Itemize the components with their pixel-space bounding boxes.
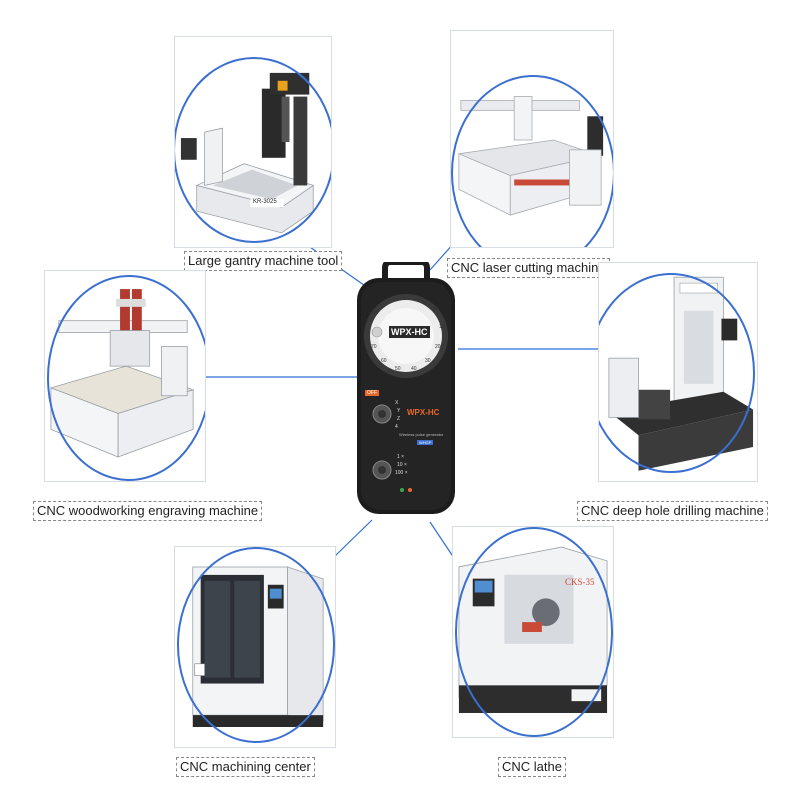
axis-label-4: 4 [395,424,398,430]
handwheel-body [357,262,455,514]
dial-number: 30 [425,358,431,364]
dial-number: 40 [411,366,417,372]
axis-label-z: Z [397,416,401,422]
device-logo-dial: WPX-HC [389,326,430,338]
caption-machining-center: CNC machining center [176,757,315,777]
gantry-machine-image [175,37,331,247]
dial-number: 10 [439,324,445,330]
device-logo: WPX-HC [407,408,440,417]
caption-gantry: Large gantry machine tool [184,251,343,271]
laser-machine-image [451,31,613,247]
machining-center-photo [174,546,336,748]
caption-woodworking: CNC woodworking engraving machine [33,501,263,521]
device-subtitle: Wireless pulse generator [399,432,444,437]
caption-deep-hole: CNC deep hole drilling machine [577,501,768,521]
lathe-image [453,527,613,737]
dial-number: 60 [381,358,387,364]
dial-number: 90 [433,306,439,312]
caption-lathe: CNC lathe [498,757,566,777]
axis-label-y: Y [397,408,401,414]
woodworking-machine-photo [44,270,206,482]
step-label-1: 1 × [397,454,405,460]
dial-number: 50 [395,366,401,372]
step-label-10: 10 × [397,462,407,468]
step-label-100: 100 × [395,470,408,476]
axis-off-label: OFF [365,390,379,396]
gantry-machine-photo: KR-3025 [174,36,332,248]
handwheel-device: 10 20 30 40 50 60 70 80 90 WPX-HC OFF X … [355,262,457,522]
dial-number: 80 [373,310,379,316]
deep-hole-machine-image [599,263,757,481]
lathe-photo: CKS-35 [452,526,614,738]
lathe-brand-label: CKS-35 [565,577,595,587]
laser-machine-photo [450,30,614,248]
caption-laser: CNC laser cutting machine [447,258,610,278]
machining-center-image [175,547,335,747]
device-model: WHGP [417,440,434,445]
gantry-nameplate: KR-3025 [253,199,277,205]
dial-number: 20 [435,344,441,350]
axis-label-x: X [395,400,399,406]
dial-number: 70 [371,344,377,350]
deep-hole-machine-photo [598,262,758,482]
woodworking-machine-image [45,271,205,481]
